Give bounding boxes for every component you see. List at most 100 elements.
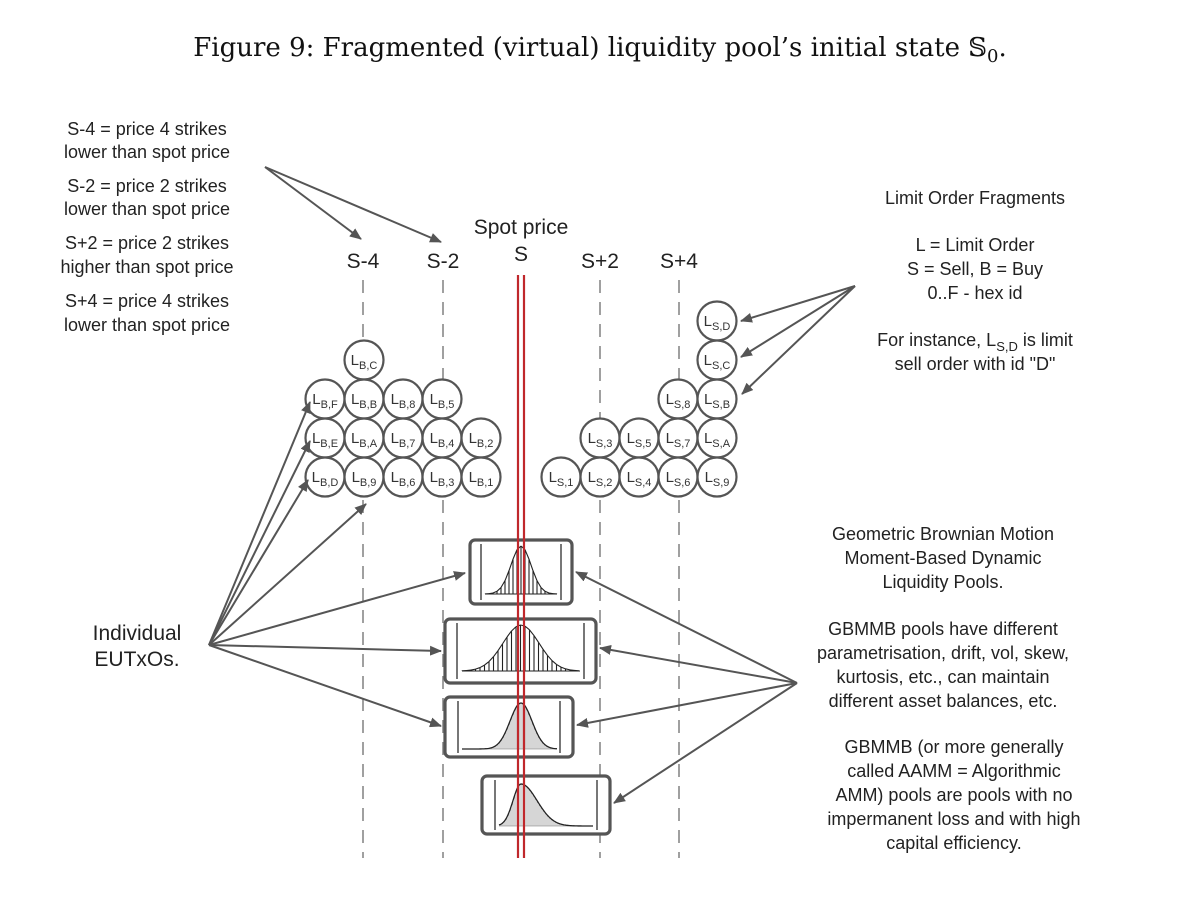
- arrow-desc-to-pool-4: [613, 682, 798, 804]
- order-circle-s-d: LS,D: [696, 300, 738, 342]
- order-circle-b-7: LB,7: [382, 417, 424, 459]
- gbmmb-desc-line3: kurtosis, etc., can maintain: [836, 667, 1049, 687]
- order-circle-s-7: LS,7: [657, 417, 699, 459]
- strike-s-plus-2: S+2: [581, 250, 619, 273]
- arrow-eutxo-to-lb-f: [208, 401, 311, 646]
- order-label: LS,A: [704, 430, 731, 450]
- limit-order-s-b-definition: S = Sell, B = Buy: [907, 259, 1043, 279]
- order-label: LB,3: [430, 469, 455, 489]
- gbm-title-line2: Moment-Based Dynamic: [844, 548, 1041, 568]
- figure-caption: Figure 9: Fragmented (virtual) liquidity…: [193, 33, 1006, 67]
- order-label: LS,8: [666, 391, 691, 411]
- arrow-desc-to-pool-3: [576, 682, 798, 728]
- arrow-eutxo-to-lb-e: [208, 440, 311, 646]
- pool-1: [468, 538, 574, 606]
- caption-suffix: .: [998, 33, 1006, 63]
- legend-s-plus-4-line1: S+4 = price 4 strikes: [65, 291, 229, 311]
- order-circle-s-b: LS,B: [696, 378, 738, 420]
- order-label: LB,E: [312, 430, 338, 450]
- pool-2: [443, 617, 598, 685]
- pool-3: [443, 695, 575, 759]
- order-circle-s-5: LS,5: [618, 417, 660, 459]
- order-label: LB,6: [391, 469, 416, 489]
- limit-order-example-line1: For instance, LS,D is limit: [877, 330, 1073, 354]
- order-label: LS,6: [666, 469, 691, 489]
- gbmmb-desc-line4: different asset balances, etc.: [829, 691, 1058, 711]
- gbmmb-pools: [443, 538, 612, 836]
- order-circle-s-9: LS,9: [696, 456, 738, 498]
- arrow-desc-to-pool-2: [599, 645, 798, 684]
- order-circle-s-1: LS,1: [540, 456, 582, 498]
- arrow-eutxo-to-pool-2: [208, 644, 442, 656]
- gbmmb-desc-line2: parametrisation, drift, vol, skew,: [817, 643, 1069, 663]
- aamm-desc-line1: GBMMB (or more generally: [844, 737, 1063, 757]
- order-circle-s-3: LS,3: [579, 417, 621, 459]
- legend-s-plus-2-line1: S+2 = price 2 strikes: [65, 233, 229, 253]
- order-label: LS,D: [704, 313, 731, 333]
- arrow-legend-to-ls-d: [740, 285, 856, 323]
- legend-s-plus-4-line2: lower than spot price: [64, 315, 230, 335]
- order-circle-s-6: LS,6: [657, 456, 699, 498]
- order-label: LS,C: [704, 352, 731, 372]
- order-circle-b-b: LB,B: [343, 378, 385, 420]
- example-subscript: S,D: [996, 339, 1018, 354]
- order-circle-s-c: LS,C: [696, 339, 738, 381]
- example-prefix: For instance, L: [877, 330, 996, 350]
- order-label: LB,4: [430, 430, 455, 450]
- order-label: LS,1: [549, 469, 574, 489]
- eutxo-label: Individual EUTxOs.: [93, 622, 182, 671]
- order-label: LB,7: [391, 430, 416, 450]
- legend-s-minus-2-line2: lower than spot price: [64, 199, 230, 219]
- order-label: LS,5: [627, 430, 652, 450]
- order-label: LB,A: [351, 430, 378, 450]
- arrow-legend-to-s-minus-4: [264, 166, 362, 240]
- caption-prefix: Figure 9: Fragmented (virtual) liquidity…: [193, 33, 968, 63]
- legend-s-minus-4-line1: S-4 = price 4 strikes: [67, 119, 227, 139]
- order-label: LS,9: [705, 469, 730, 489]
- order-label: LB,5: [430, 391, 455, 411]
- gbm-title-line1: Geometric Brownian Motion: [832, 524, 1054, 544]
- arrow-legend-to-ls-b: [741, 285, 856, 395]
- limit-order-l-definition: L = Limit Order: [916, 235, 1035, 255]
- strike-legend: S-4 = price 4 strikes lower than spot pr…: [60, 119, 233, 335]
- order-label: LB,F: [312, 391, 338, 411]
- order-label: LS,7: [666, 430, 691, 450]
- order-label: LS,B: [704, 391, 730, 411]
- spot-price-symbol: S: [514, 243, 528, 266]
- order-label: LB,2: [469, 430, 494, 450]
- pool-description: Geometric Brownian Motion Moment-Based D…: [817, 524, 1081, 853]
- legend-s-plus-2-line2: higher than spot price: [60, 257, 233, 277]
- arrow-eutxo-to-lb-d: [208, 479, 309, 646]
- strike-labels: S-4 S-2 Spot price S S+2 S+4: [347, 216, 699, 273]
- order-label: LS,3: [588, 430, 613, 450]
- aamm-desc-line2: called AAMM = Algorithmic: [847, 761, 1061, 781]
- order-label: LB,B: [351, 391, 377, 411]
- order-label: LS,4: [627, 469, 652, 489]
- caption-subscript: 0: [987, 46, 998, 67]
- order-label: LS,2: [588, 469, 613, 489]
- aamm-desc-line3: AMM) pools are pools with no: [835, 785, 1072, 805]
- arrow-desc-to-pool-1: [575, 571, 798, 684]
- order-circle-b-5: LB,5: [421, 378, 463, 420]
- limit-order-example-line2: sell order with id "D": [895, 354, 1056, 374]
- order-circle-s-8: LS,8: [657, 378, 699, 420]
- order-circle-b-e: LB,E: [304, 417, 346, 459]
- strike-s-plus-4: S+4: [660, 250, 698, 273]
- order-circle-b-a: LB,A: [343, 417, 385, 459]
- order-circle-s-2: LS,2: [579, 456, 621, 498]
- legend-s-minus-2-line1: S-2 = price 2 strikes: [67, 176, 227, 196]
- aamm-desc-line4: impermanent loss and with high: [827, 809, 1080, 829]
- strike-s-minus-4: S-4: [347, 250, 380, 273]
- order-circle-b-1: LB,1: [460, 456, 502, 498]
- eutxo-label-line2: EUTxOs.: [94, 648, 179, 671]
- order-circle-b-9: LB,9: [343, 456, 385, 498]
- order-label: LB,8: [391, 391, 416, 411]
- order-label: LB,9: [352, 469, 377, 489]
- order-circle-b-6: LB,6: [382, 456, 424, 498]
- limit-order-id-definition: 0..F - hex id: [927, 283, 1022, 303]
- arrow-legend-to-ls-c: [740, 285, 856, 358]
- order-circle-b-3: LB,3: [421, 456, 463, 498]
- order-circle-b-f: LB,F: [304, 378, 346, 420]
- pool-2-distribution: [461, 624, 580, 672]
